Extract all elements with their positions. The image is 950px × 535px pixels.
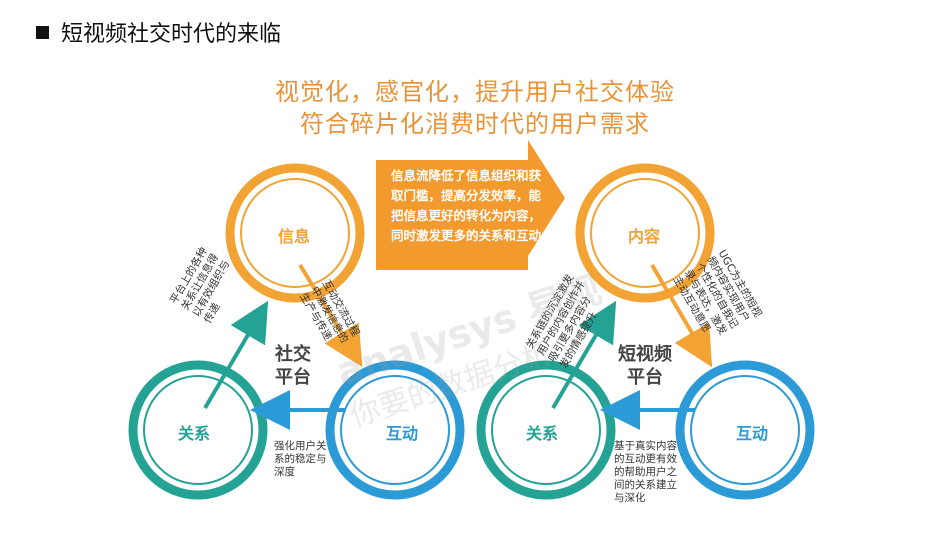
slide-title-text: 短视频社交时代的来临 (61, 22, 282, 47)
left-note-b-1: 强化用户关 (274, 440, 327, 452)
right-center-label: 短视频 平台 (618, 343, 672, 389)
right-arrow-content-to-interact (650, 263, 713, 368)
right-cycle-diagram (476, 163, 815, 500)
right-center-line-2: 平台 (627, 367, 663, 388)
left-interact-ring (325, 360, 465, 500)
left-interact-ring-inner (340, 375, 450, 485)
left-relation-ring (128, 360, 268, 500)
right-note-b-1: 基于真实内容 (614, 440, 677, 452)
left-center-line-2: 平台 (275, 367, 311, 388)
right-note-b-5: 与深化 (614, 492, 646, 504)
bullet-square-icon (36, 25, 49, 39)
left-center-line-1: 社交 (275, 344, 311, 365)
big-arrow-body (376, 160, 528, 270)
right-label-interact: 互动 (736, 424, 769, 443)
left-center-label: 社交 平台 (275, 343, 311, 389)
left-label-relation: 关系 (178, 424, 211, 443)
headline-line-2: 符合碎片化消费时代的用户需求 (300, 110, 650, 138)
right-label-content: 内容 (628, 227, 661, 246)
right-content-ring (575, 163, 715, 303)
left-note-b-2: 系的稳定与 (274, 453, 327, 465)
right-note-b-3: 的帮助用户之 (614, 466, 677, 478)
left-arrow-info-to-interact (298, 263, 363, 368)
left-note-interact-relation: 强化用户关 系的稳定与 深度 (274, 440, 336, 479)
right-note-interact-relation: 基于真实内容 的互动更有效 的帮助用户之 间的关系建立 与深化 (614, 440, 690, 505)
right-interact-ring (675, 360, 815, 500)
right-center-line-1: 短视频 (618, 344, 672, 365)
left-arrow-relation-to-info (203, 300, 269, 410)
right-arrow-relation-to-content (551, 300, 617, 410)
arrow-description: 信息流降低了信息组织和获取门槛，提高分发效率，能把信息更好的转化为内容，同时激发… (390, 168, 541, 243)
headline-line-1: 视觉化，感官化，提升用户社交体验 (275, 78, 675, 106)
right-label-relation: 关系 (526, 424, 559, 443)
left-info-ring-inner (240, 178, 350, 288)
right-note-b-2: 的互动更有效 (614, 453, 677, 465)
left-cycle-diagram (128, 163, 465, 500)
left-label-info: 信息 (278, 227, 311, 246)
right-content-ring-inner (590, 178, 700, 288)
left-info-ring (225, 163, 365, 303)
right-relation-ring (476, 360, 616, 500)
right-relation-ring-inner (491, 375, 601, 485)
left-label-interact: 互动 (386, 424, 419, 443)
left-relation-ring-inner (143, 375, 253, 485)
left-note-b-3: 深度 (274, 466, 295, 478)
right-interact-ring-inner (690, 375, 800, 485)
slide-title: 短视频社交时代的来临 (36, 16, 281, 48)
right-note-b-4: 间的关系建立 (614, 479, 677, 491)
